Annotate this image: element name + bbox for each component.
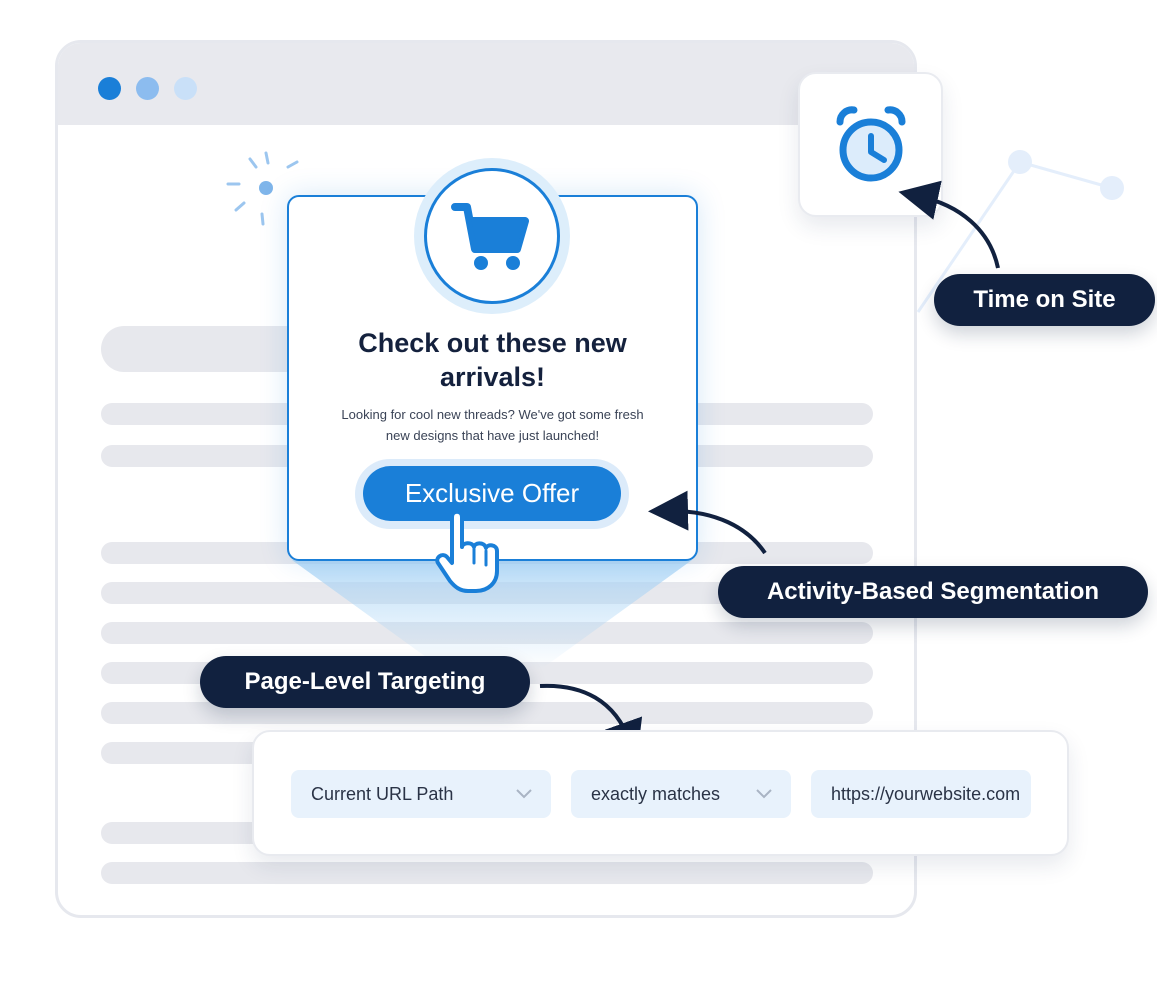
rule-url-input[interactable]: https://yourwebsite.com xyxy=(811,770,1031,818)
arrow-activity-segmentation xyxy=(648,490,767,555)
popup-title-line: Check out these new xyxy=(358,328,627,358)
chevron-down-icon xyxy=(756,789,772,799)
shopping-cart-icon xyxy=(451,203,529,270)
sparkle-icon xyxy=(226,151,299,226)
rule-field-select[interactable]: Current URL Path xyxy=(291,770,551,818)
rule-operator-value: exactly matches xyxy=(591,783,721,804)
time-on-site-label: Time on Site xyxy=(934,274,1155,326)
arrow-time-on-site xyxy=(898,180,1000,269)
window-dot-1 xyxy=(98,77,121,100)
page-level-targeting-label: Page-Level Targeting xyxy=(200,656,530,708)
cart-badge xyxy=(424,168,560,304)
targeting-rule-card: Current URL Path exactly matches https:/… xyxy=(252,730,1069,856)
activity-segmentation-label: Activity-Based Segmentation xyxy=(718,566,1148,618)
popup-description-line: Looking for cool new threads? We've got … xyxy=(341,407,644,422)
exclusive-offer-button[interactable]: Exclusive Offer xyxy=(363,466,621,521)
window-dot-2 xyxy=(136,77,159,100)
popup-title: Check out these new arrivals! xyxy=(300,326,685,394)
window-dot-3 xyxy=(174,77,197,100)
popup-description-line: new designs that have just launched! xyxy=(385,428,600,443)
popup-description: Looking for cool new threads? We've got … xyxy=(310,404,675,446)
browser-titlebar xyxy=(58,43,914,125)
rule-operator-select[interactable]: exactly matches xyxy=(571,770,791,818)
chevron-down-icon xyxy=(516,789,532,799)
skeleton-line xyxy=(101,862,873,884)
popup-title-line: arrivals! xyxy=(439,362,546,392)
pointer-hand-icon xyxy=(435,509,499,593)
alarm-clock-icon xyxy=(836,106,906,182)
rule-url-value: https://yourwebsite.com xyxy=(831,783,1021,804)
rule-field-value: Current URL Path xyxy=(311,783,454,804)
arrow-page-targeting xyxy=(539,683,643,761)
